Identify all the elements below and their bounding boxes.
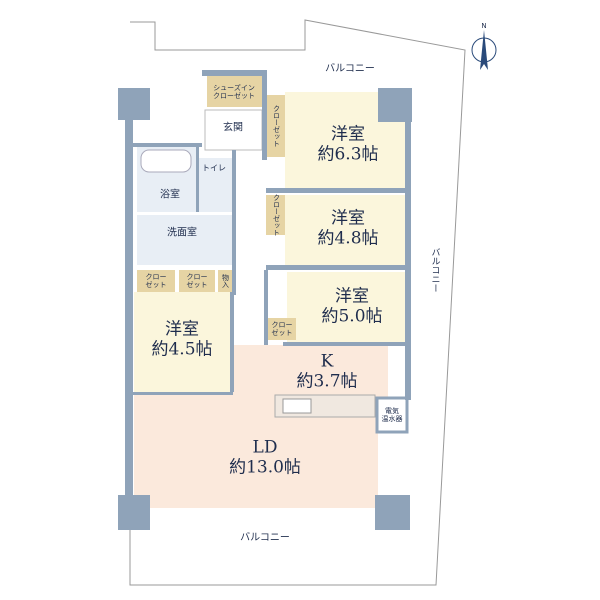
balcony-outline: [129, 19, 466, 586]
closet-5-0: [268, 318, 296, 340]
room-western-4-5: [134, 292, 230, 392]
compass-label: N: [481, 21, 487, 30]
room-western-4-5-label: 洋室約4.5帖: [151, 320, 212, 359]
toilet-label: トイレ: [202, 163, 226, 173]
balcony-right-label: バルコニー: [429, 247, 440, 293]
room-western-6-3-label: 洋室約6.3帖: [317, 125, 378, 164]
water-heater: [375, 396, 409, 434]
room-kitchen: [233, 345, 388, 400]
shoe-closet-label: シューズインクローゼット: [213, 84, 255, 100]
room-western-5-0: [287, 272, 407, 342]
closet-line2: ゼット: [272, 215, 281, 236]
closet-line2: ゼット: [271, 329, 293, 337]
room-entrance: [204, 109, 263, 151]
shoe-closet-line2: クローゼット: [213, 92, 255, 100]
room-name: K: [320, 351, 334, 372]
closet-line2: ゼット: [145, 281, 167, 289]
closet-line1: クロー: [271, 320, 293, 329]
closet-wash-1: [137, 270, 175, 292]
closet-wash-2: [179, 270, 215, 292]
room-name: 洋室: [164, 319, 199, 340]
room-name: 洋室: [330, 124, 365, 145]
closet-6-3: [266, 95, 285, 157]
room-name: 洋室: [334, 286, 369, 307]
room-western-4-8-label: 洋室約4.8帖: [317, 209, 378, 248]
bathtub: [140, 149, 192, 173]
closet-wash-2-label: クローゼット: [187, 273, 208, 289]
water-heater-label: 電気温水器: [382, 407, 403, 423]
balcony-top-label: バルコニー: [325, 63, 375, 75]
closet-line1: クロー: [272, 194, 281, 215]
washroom-label: 洗面室: [167, 227, 197, 239]
closet-6-3-label: クローゼット: [272, 105, 281, 147]
shoe-closet: [207, 76, 262, 107]
compass-icon: [471, 30, 497, 70]
balcony-bottom-label: バルコニー: [240, 532, 290, 544]
closet-4-8-label: クローゼット: [272, 194, 281, 236]
shoe-closet-line1: シューズイン: [213, 83, 255, 92]
room-name: LD: [252, 437, 278, 458]
room-size: 約4.5帖: [151, 339, 213, 359]
closet-5-0-label: クローゼット: [272, 321, 293, 337]
room-toilet: [198, 158, 232, 212]
closet-line2: ゼット: [272, 126, 281, 147]
entrance-label: 玄関: [223, 122, 243, 134]
room-name: 洋室: [330, 208, 365, 229]
closet-line1: クロー: [145, 272, 167, 281]
closet-line2: ゼット: [186, 281, 208, 289]
closet-line1: クロー: [272, 105, 281, 126]
water-heater-line1: 電気: [385, 406, 399, 415]
closet-wash-1-label: クローゼット: [146, 273, 167, 289]
room-size: 約5.0帖: [321, 306, 383, 326]
room-western-5-0-label: 洋室約5.0帖: [321, 287, 382, 326]
room-size: 約3.7帖: [296, 371, 358, 391]
room-size: 約6.3帖: [317, 144, 379, 164]
sink: [282, 398, 312, 414]
storage: [218, 270, 232, 292]
closet-4-8: [266, 195, 285, 235]
walls: [118, 70, 412, 530]
storage-label: 物入: [221, 274, 230, 288]
room-washroom: [137, 215, 232, 265]
room-western-4-8: [285, 195, 408, 265]
room-size: 約13.0帖: [229, 457, 301, 477]
water-heater-line2: 温水器: [381, 415, 403, 423]
closet-line1: クロー: [186, 272, 208, 281]
bath-label: 浴室: [160, 189, 180, 201]
room-size: 約4.8帖: [317, 228, 379, 248]
